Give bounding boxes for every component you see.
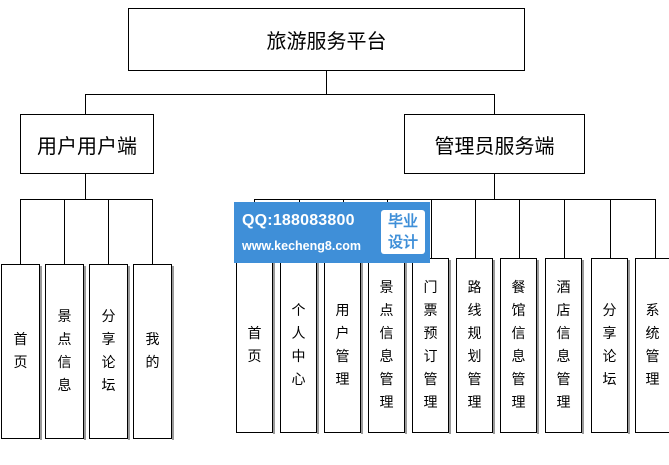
node-shadow bbox=[537, 260, 539, 434]
node-shadow bbox=[84, 266, 86, 440]
leaf-node: 分 享 论 坛 bbox=[89, 264, 128, 439]
leaf-label: 路 线 规 划 管 理 bbox=[467, 279, 482, 411]
leaf-node: 景 点 信 息 管 理 bbox=[368, 258, 405, 433]
leaf-label: 个 人 中 心 bbox=[291, 302, 306, 388]
node-shadow bbox=[449, 260, 451, 434]
watermark-url: www.kecheng8.com bbox=[242, 239, 362, 253]
leaf-label: 首 页 bbox=[247, 325, 262, 365]
branch-label: 用户用户端 bbox=[37, 133, 137, 158]
watermark-badge: 毕业 设计 bbox=[381, 210, 425, 254]
leaf-label: 门 票 预 订 管 理 bbox=[423, 279, 438, 411]
leaf-node: 餐 馆 信 息 管 理 bbox=[500, 258, 537, 433]
connector bbox=[108, 199, 109, 264]
connector bbox=[64, 199, 65, 264]
connector bbox=[85, 174, 86, 199]
connector bbox=[85, 94, 495, 95]
leaf-label: 景 点 信 息 bbox=[57, 308, 72, 394]
leaf-node: 首 页 bbox=[236, 258, 273, 433]
watermark-banner: QQ:188083800 www.kecheng8.com 毕业 设计 bbox=[234, 202, 430, 263]
connector bbox=[152, 199, 153, 264]
connector bbox=[475, 199, 476, 258]
connector bbox=[564, 199, 565, 258]
leaf-node: 我 的 bbox=[133, 264, 172, 439]
node-shadow bbox=[317, 260, 319, 434]
connector bbox=[20, 199, 21, 264]
node-shadow bbox=[582, 260, 584, 434]
watermark-qq: QQ:188083800 bbox=[242, 212, 355, 229]
leaf-label: 景 点 信 息 管 理 bbox=[379, 279, 394, 411]
branch-node-user: 用户用户端 bbox=[20, 114, 154, 174]
connector bbox=[20, 199, 153, 200]
leaf-node: 景 点 信 息 bbox=[45, 264, 84, 439]
leaf-label: 首 页 bbox=[13, 331, 28, 371]
leaf-node: 路 线 规 划 管 理 bbox=[456, 258, 493, 433]
leaf-node: 个 人 中 心 bbox=[280, 258, 317, 433]
node-shadow bbox=[172, 266, 174, 440]
node-shadow bbox=[40, 266, 42, 440]
connector bbox=[519, 199, 520, 258]
leaf-label: 用 户 管 理 bbox=[335, 302, 350, 388]
connector bbox=[655, 199, 656, 258]
node-shadow bbox=[361, 260, 363, 434]
connector bbox=[431, 199, 432, 258]
leaf-label: 酒 店 信 息 管 理 bbox=[556, 279, 571, 411]
leaf-label: 我 的 bbox=[145, 331, 160, 371]
leaf-node: 酒 店 信 息 管 理 bbox=[545, 258, 582, 433]
leaf-node: 分 享 论 坛 bbox=[591, 258, 628, 433]
connector bbox=[85, 94, 86, 114]
node-shadow bbox=[128, 266, 130, 440]
connector bbox=[494, 94, 495, 114]
connector bbox=[494, 174, 495, 199]
connector bbox=[254, 199, 656, 200]
node-shadow bbox=[493, 260, 495, 434]
leaf-node: 首 页 bbox=[1, 264, 40, 439]
root-label: 旅游服务平台 bbox=[266, 29, 387, 53]
connector bbox=[610, 199, 611, 258]
branch-node-admin: 管理员服务端 bbox=[404, 114, 585, 174]
node-shadow bbox=[405, 260, 407, 434]
node-shadow bbox=[628, 260, 630, 434]
connector bbox=[326, 71, 327, 94]
branch-label: 管理员服务端 bbox=[434, 133, 555, 158]
leaf-node: 门 票 预 订 管 理 bbox=[412, 258, 449, 433]
leaf-label: 分 享 论 坛 bbox=[101, 308, 116, 394]
node-shadow bbox=[273, 260, 275, 434]
leaf-label: 分 享 论 坛 bbox=[602, 302, 617, 388]
leaf-node: 用 户 管 理 bbox=[324, 258, 361, 433]
root-node: 旅游服务平台 bbox=[128, 8, 525, 71]
leaf-node: 系 统 管 理 bbox=[635, 258, 669, 433]
leaf-label: 系 统 管 理 bbox=[645, 302, 660, 388]
leaf-label: 餐 馆 信 息 管 理 bbox=[511, 279, 526, 411]
